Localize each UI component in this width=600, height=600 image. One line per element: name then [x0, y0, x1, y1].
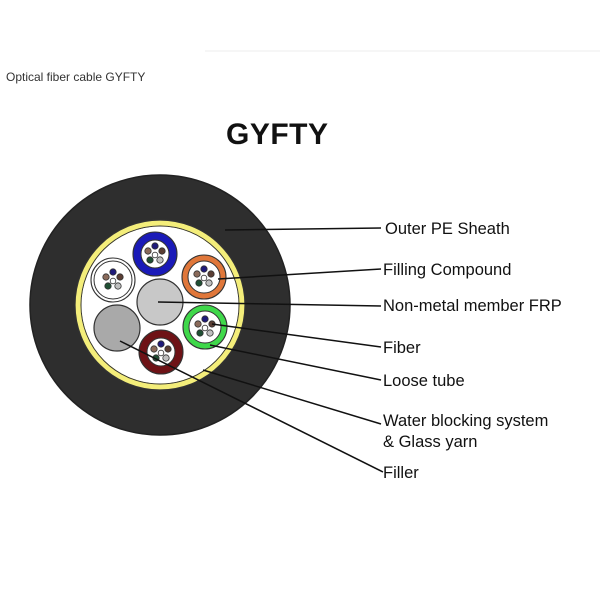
leader-line-loose-tube [209, 344, 382, 381]
leader-line-filling-compound [217, 268, 382, 280]
leader-line-fiber [211, 323, 382, 348]
fiber-center [109, 277, 117, 285]
fiber [196, 329, 204, 337]
fiber [109, 268, 117, 276]
leader-line-sheath [224, 227, 382, 231]
fiber [200, 265, 208, 273]
fiber [157, 340, 165, 348]
fiber [144, 247, 152, 255]
fiber [207, 270, 215, 278]
fiber [194, 320, 202, 328]
fiber-center [200, 274, 208, 282]
diagram-title: GYFTY [226, 118, 329, 151]
fiber [102, 273, 110, 281]
fiber [146, 256, 154, 264]
filler-rod [93, 304, 141, 352]
label-outer-pe-sheath: Outer PE Sheath [385, 220, 510, 238]
water-blocking-inner-edge [80, 225, 240, 385]
fiber [104, 282, 112, 290]
label-glass-yarn: & Glass yarn [383, 433, 478, 451]
leader-line-water-blocking [202, 369, 382, 425]
loose-tube-white [90, 257, 136, 303]
fiber [193, 270, 201, 278]
fiber [114, 282, 122, 290]
fiber-center [157, 349, 165, 357]
fiber [206, 329, 214, 337]
leader-line-frp [157, 301, 382, 307]
fiber [164, 345, 172, 353]
loose-tube-green [182, 304, 228, 350]
fiber [195, 279, 203, 287]
label-loose-tube: Loose tube [383, 372, 465, 390]
loose-tube-orange [181, 254, 227, 300]
fiber [162, 354, 170, 362]
fiber [156, 256, 164, 264]
image-caption: Optical fiber cable GYFTY [6, 70, 146, 84]
fiber-center [201, 324, 209, 332]
top-divider [205, 50, 600, 52]
label-filler: Filler [383, 464, 419, 482]
fiber [205, 279, 213, 287]
fiber [158, 247, 166, 255]
fiber [201, 315, 209, 323]
fiber [116, 273, 124, 281]
label-non-metal-member-frp: Non-metal member FRP [383, 297, 562, 315]
label-filling-compound: Filling Compound [383, 261, 512, 279]
loose-tube-blue [132, 231, 178, 277]
fiber [151, 242, 159, 250]
label-fiber: Fiber [383, 339, 421, 357]
loose-tube-maroon [138, 329, 184, 375]
fiber-center [151, 251, 159, 259]
fiber [150, 345, 158, 353]
leader-line-filler [119, 340, 384, 473]
label-water-blocking-system: Water blocking system [383, 412, 549, 430]
